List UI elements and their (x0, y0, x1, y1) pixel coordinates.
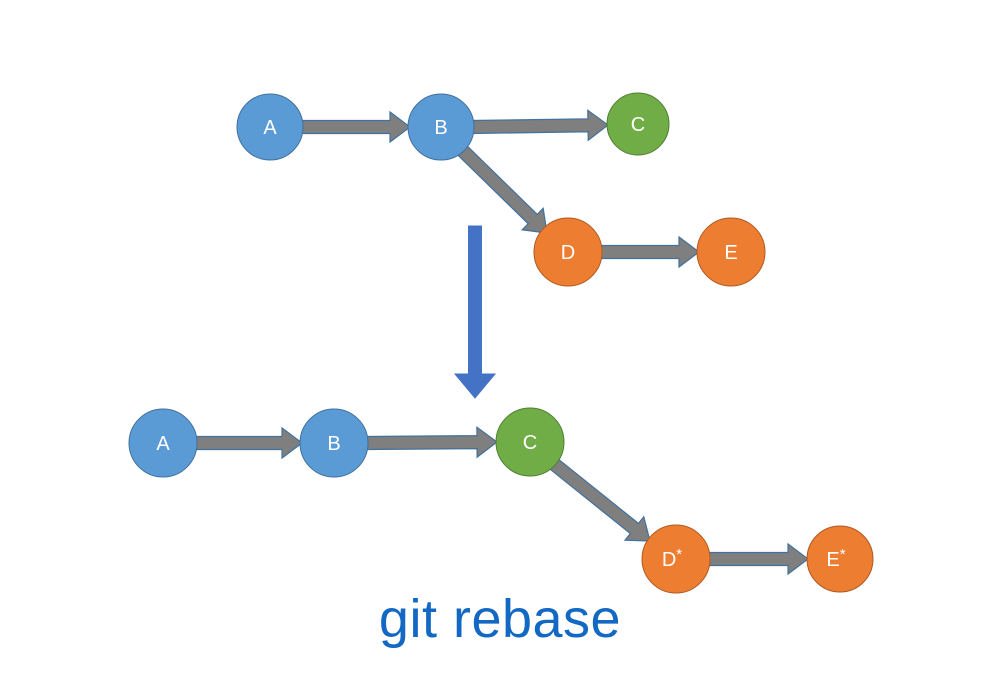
diagram-caption: git rebase (379, 589, 621, 649)
before-node-b-label: B (434, 117, 447, 139)
before-edge-b-d (456, 144, 548, 234)
after-node-c2[interactable]: C (495, 407, 565, 477)
after-node-a2-circle (128, 408, 198, 478)
after-node-e2-circle (806, 525, 874, 593)
git-rebase-transform-arrow (453, 225, 497, 399)
before-edge-b-c (471, 109, 610, 142)
before-nodes: A B C D E (236, 92, 766, 287)
before-node-a-circle (236, 93, 304, 161)
before-rebase-graph: A B C D E (236, 92, 766, 287)
after-node-b2-circle (299, 408, 369, 478)
git-rebase-transform-arrow-shape (453, 225, 497, 399)
before-node-d[interactable]: D (533, 217, 603, 287)
before-node-d-label: D (561, 242, 575, 264)
before-node-c[interactable]: C (606, 92, 670, 156)
before-node-d-circle (533, 217, 603, 287)
before-node-a[interactable]: A (236, 93, 304, 161)
after-nodes: A B C D* E* (128, 407, 874, 594)
after-edge-a2-b2 (193, 426, 303, 460)
after-node-b2[interactable]: B (299, 408, 369, 478)
before-node-b-circle (407, 93, 475, 161)
after-node-b2-label: B (327, 433, 340, 455)
before-node-c-circle (606, 92, 670, 156)
after-edges (193, 425, 809, 576)
before-node-e-label: E (724, 242, 737, 264)
after-node-c2-circle (495, 407, 565, 477)
before-node-b[interactable]: B (407, 93, 475, 161)
after-rebase-graph: A B C D* E* (128, 407, 874, 594)
after-node-a2[interactable]: A (128, 408, 198, 478)
after-edge-b2-c2 (365, 425, 498, 459)
before-node-c-label: C (631, 114, 645, 136)
before-node-a-label: A (263, 117, 277, 139)
after-node-a2-label: A (156, 433, 170, 455)
before-node-e-circle (696, 217, 766, 287)
after-node-e2-label: E* (826, 546, 845, 572)
before-edge-d-e (599, 235, 700, 269)
after-node-d2-label: D* (662, 546, 682, 572)
after-node-e2[interactable]: E* (806, 525, 874, 593)
after-node-c2-label: C (523, 432, 537, 454)
after-node-d2[interactable]: D* (641, 524, 711, 594)
after-edge-d2-e2 (707, 542, 809, 576)
before-edge-a-b (299, 110, 411, 144)
after-edge-c2-d2 (549, 458, 651, 542)
before-edges (299, 109, 700, 269)
after-node-d2-circle (641, 524, 711, 594)
before-node-e[interactable]: E (696, 217, 766, 287)
